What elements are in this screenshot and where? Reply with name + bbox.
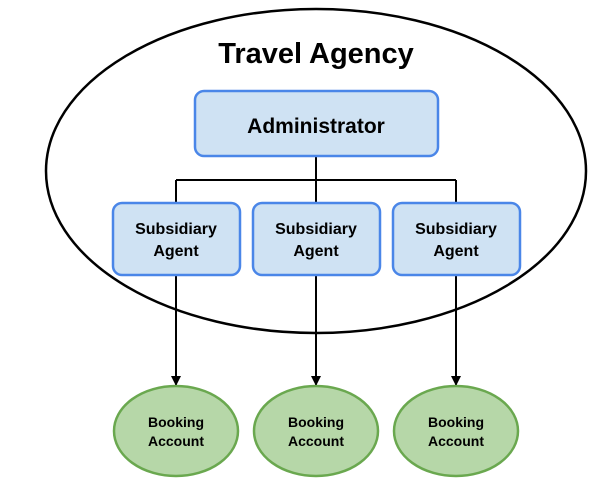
booking-account-label-2a: Booking bbox=[288, 414, 344, 430]
subsidiary-agent-node-1: Subsidiary Agent bbox=[111, 201, 242, 277]
subsidiary-agent-label-1a: Subsidiary bbox=[135, 221, 217, 238]
booking-account-circle-3 bbox=[392, 384, 520, 478]
booking-account-node-2: Booking Account bbox=[252, 384, 380, 478]
booking-account-circle-1 bbox=[112, 384, 240, 478]
subsidiary-agent-node-2: Subsidiary Agent bbox=[251, 201, 382, 277]
booking-account-node-1: Booking Account bbox=[112, 384, 240, 478]
subsidiary-agent-box-1 bbox=[111, 201, 242, 277]
subsidiary-agent-label-1b: Agent bbox=[153, 243, 199, 260]
administrator-box bbox=[193, 89, 440, 158]
booking-account-label-2b: Account bbox=[288, 433, 344, 449]
booking-account-node-3: Booking Account bbox=[392, 384, 520, 478]
booking-account-label-1b: Account bbox=[148, 433, 204, 449]
booking-account-label-1a: Booking bbox=[148, 414, 204, 430]
subsidiary-agent-box-2 bbox=[251, 201, 382, 277]
subsidiary-agent-box-3 bbox=[391, 201, 522, 277]
subsidiary-agent-label-3b: Agent bbox=[433, 243, 479, 260]
administrator-label: Administrator bbox=[247, 115, 385, 138]
subsidiary-agent-label-2b: Agent bbox=[293, 243, 339, 260]
subsidiary-agent-node-3: Subsidiary Agent bbox=[391, 201, 522, 277]
booking-account-circle-2 bbox=[252, 384, 380, 478]
administrator-node: Administrator bbox=[193, 89, 440, 158]
connectors bbox=[171, 156, 461, 386]
diagram-title: Travel Agency bbox=[218, 38, 414, 70]
subsidiary-agent-label-2a: Subsidiary bbox=[275, 221, 357, 238]
subsidiary-agent-label-3a: Subsidiary bbox=[415, 221, 497, 238]
booking-account-label-3a: Booking bbox=[428, 414, 484, 430]
booking-account-label-3b: Account bbox=[428, 433, 484, 449]
